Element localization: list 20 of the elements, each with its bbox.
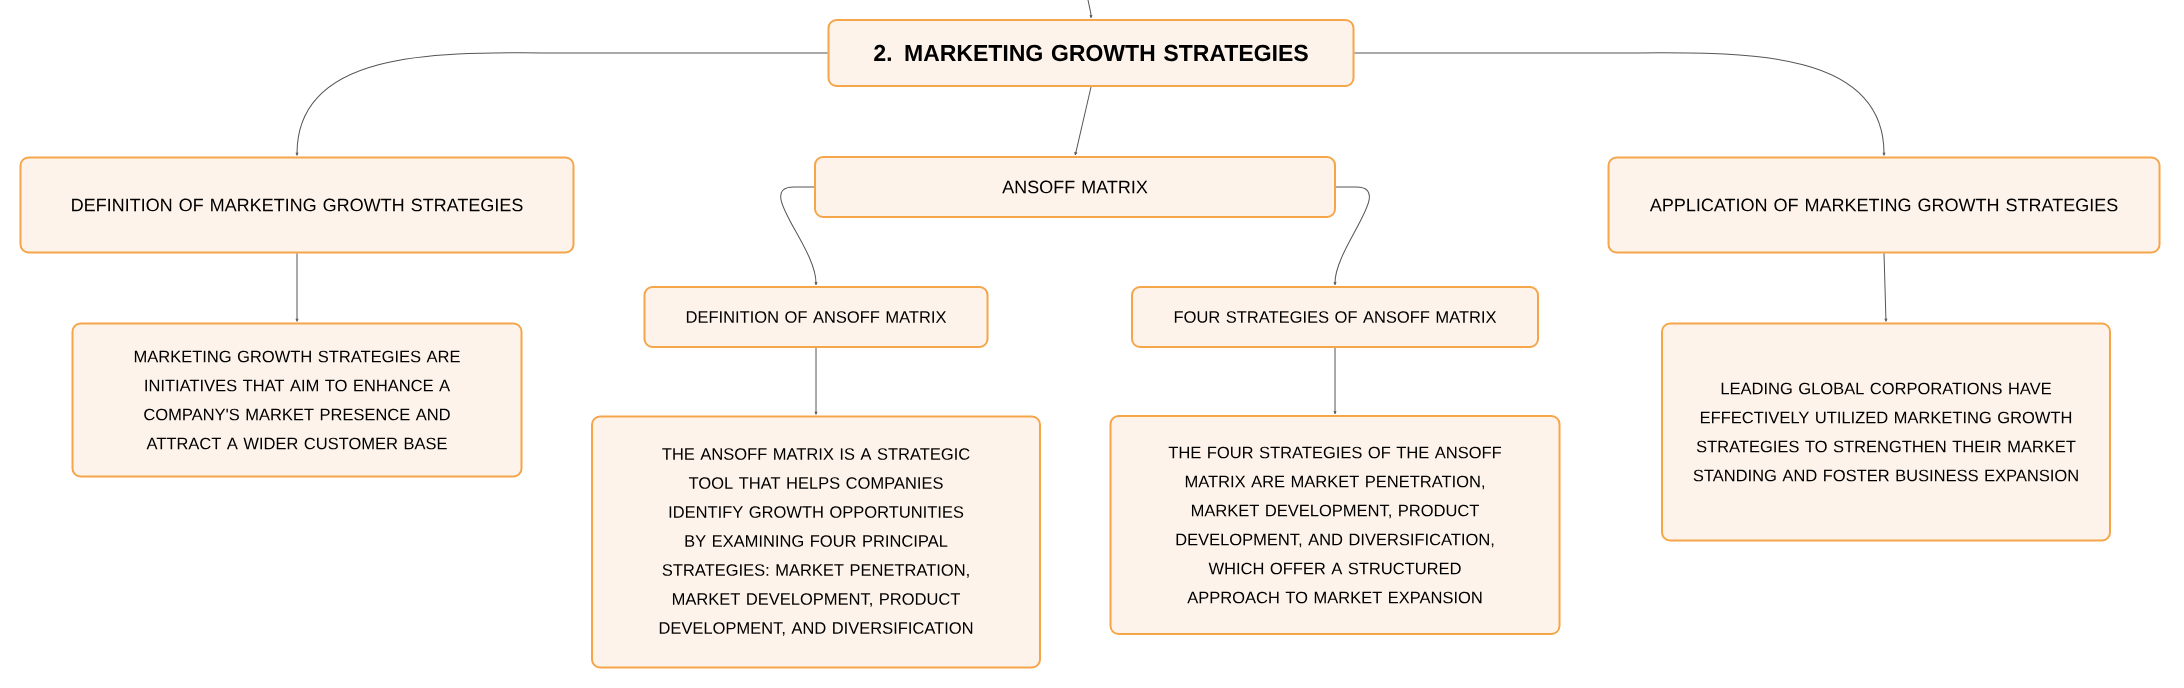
arrow	[295, 253, 299, 322]
arrow	[295, 52, 828, 156]
description-box: THE FOUR STRATEGIES OF THE ANSOFF MATRIX ARE MARKET PENETRATION, MARKET DEVELOPMENT, PRODUCT DEVELOPMENT, AND DIVERSIFICATION, WHICH OFFER A STRUCTURED APPROACH TO MARKET EXPANSION	[1109, 415, 1561, 635]
arrow	[1333, 347, 1337, 415]
arrow	[814, 347, 818, 415]
subtopic-box: DEFINITION OF ANSOFF MATRIX	[643, 286, 989, 348]
subtopic-box: FOUR STRATEGIES OF ANSOFF MATRIX	[1131, 286, 1539, 348]
branch-box: ANSOFF MATRIX	[814, 156, 1336, 218]
arrow	[780, 186, 818, 286]
arrow	[1354, 52, 1886, 156]
arrow	[1074, 86, 1092, 156]
description-box: LEADING GLOBAL CORPORATIONS HAVE EFFECTIVELY UTILIZED MARKETING GROWTH STRATEGIES TO STRENGTHEN THEIR MARKET STANDING AND FOSTER BUSINESS EXPANSION	[1661, 322, 2112, 542]
branch-box: DEFINITION OF MARKETING GROWTH STRATEGIES	[19, 156, 575, 254]
arrow	[1883, 253, 1888, 322]
topic-box: 2. MARKETING GROWTH STRATEGIES	[827, 19, 1355, 87]
description-box: THE ANSOFF MATRIX IS A STRATEGIC TOOL THAT HELPS COMPANIES IDENTIFY GROWTH OPPORTUNITIES BY EXAMINING FOUR PRINCIPAL STRATEGIES: MARKET PENETRATION, MARKET DEVELOPMENT, PRODUCT DEVELOPMENT, AND DIVERSIFICATION	[591, 415, 1041, 669]
arrow	[1087, 0, 1093, 19]
description-box: MARKETING GROWTH STRATEGIES ARE INITIATIVES THAT AIM TO ENHANCE A COMPANY'S MARKET PRESENCE AND ATTRACT A WIDER CUSTOMER BASE	[71, 322, 523, 478]
arrow	[1333, 186, 1370, 286]
branch-box: APPLICATION OF MARKETING GROWTH STRATEGIES	[1607, 156, 2161, 254]
